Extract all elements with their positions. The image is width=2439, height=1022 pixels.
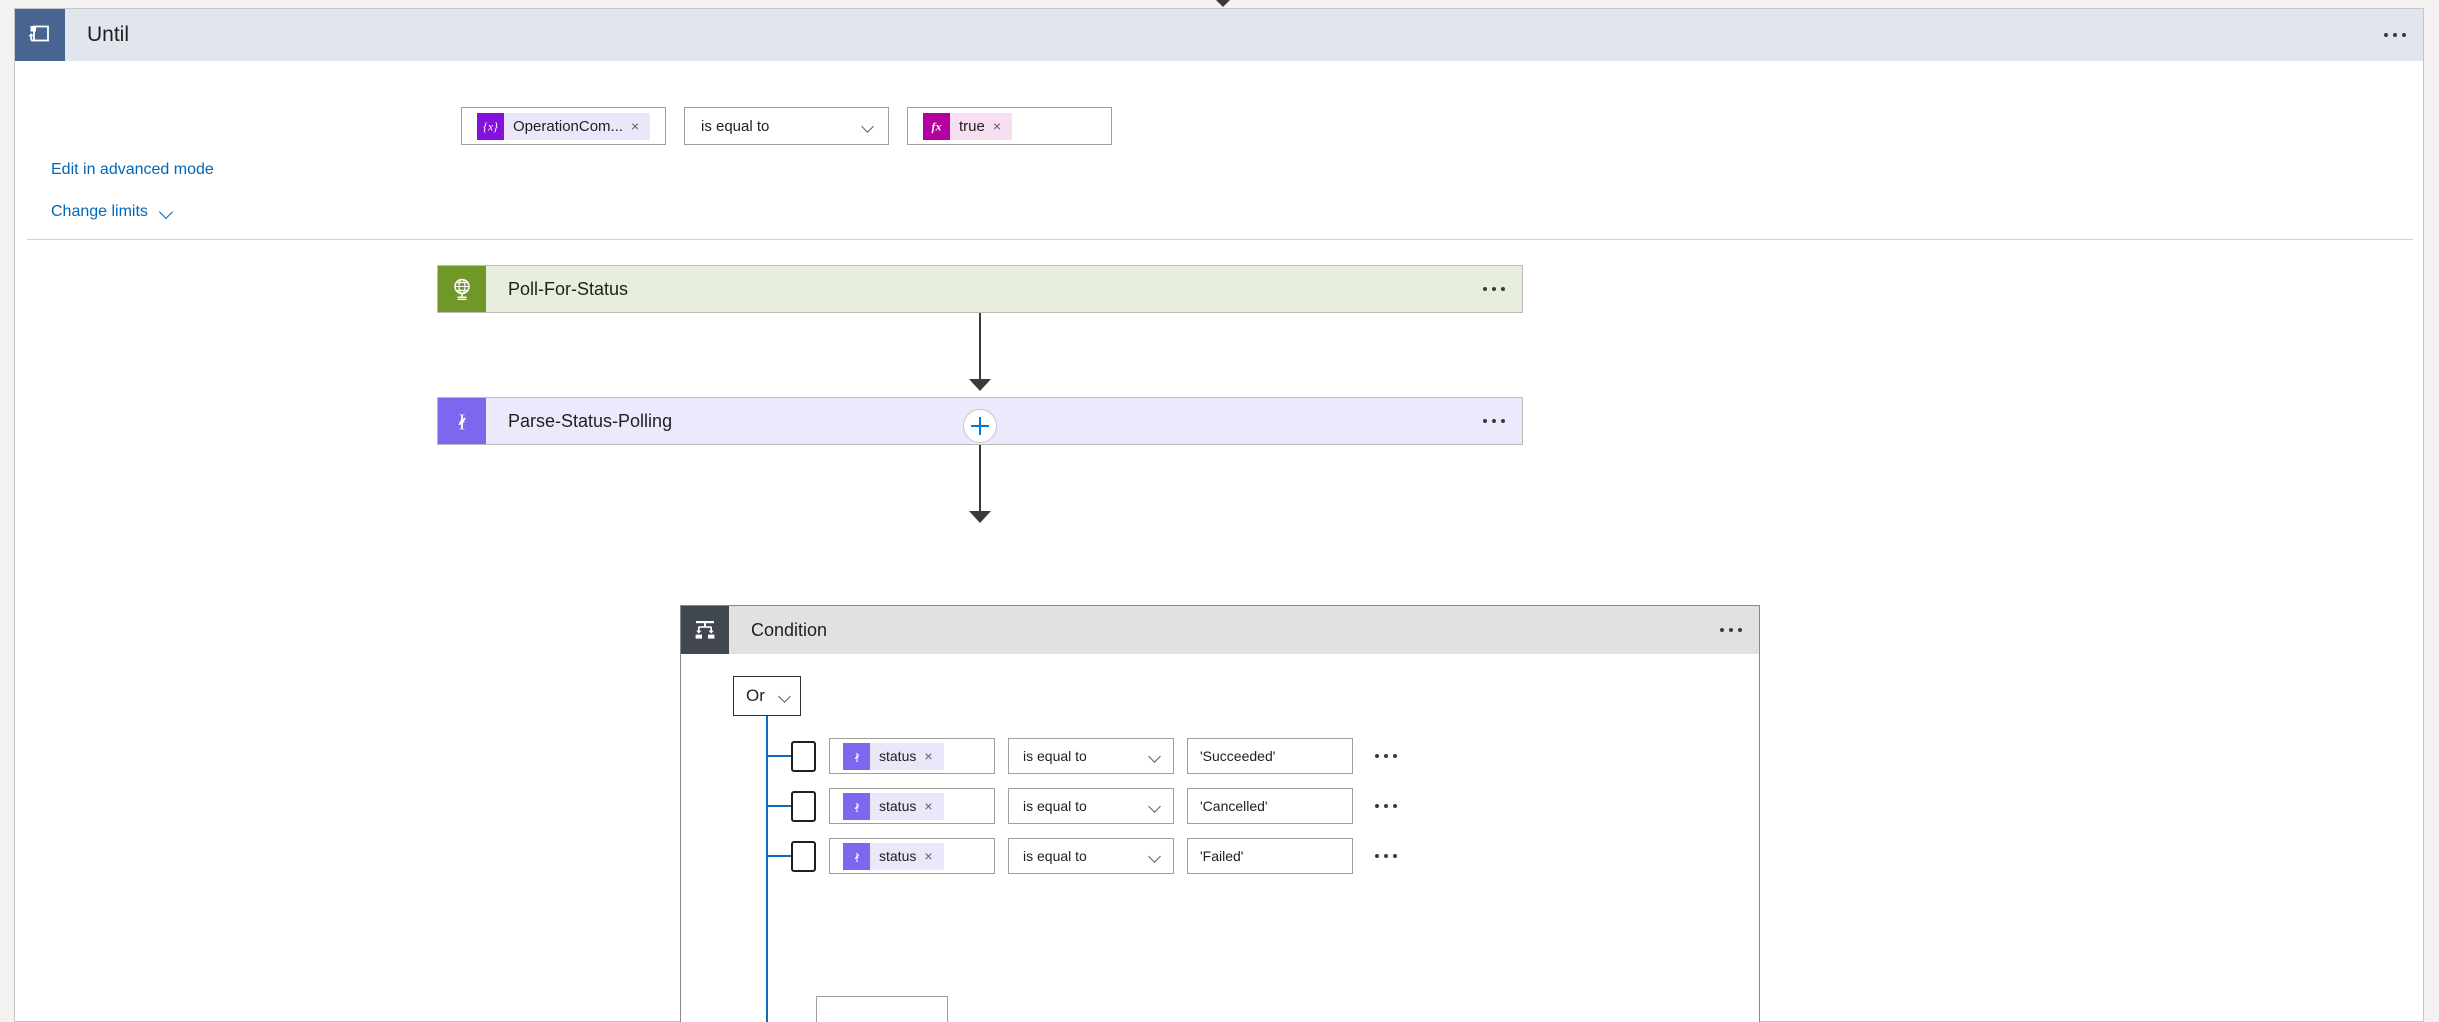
- until-left-operand-field[interactable]: {x} OperationCom... ×: [461, 107, 666, 145]
- condition-row-checkbox[interactable]: [791, 740, 816, 772]
- token-label: status: [879, 848, 917, 864]
- action-title: Parse-Status-Polling: [508, 410, 673, 431]
- condition-title: Condition: [751, 619, 828, 640]
- fx-expression-icon: fx: [923, 112, 950, 140]
- condition-row: { { status × is equal to 'Failed': [791, 838, 1406, 874]
- chevron-down-icon: [1149, 800, 1162, 813]
- add-condition-button[interactable]: [816, 996, 948, 1022]
- action-card-poll-for-status[interactable]: Poll-For-Status: [437, 265, 1523, 313]
- until-card-header[interactable]: Until: [15, 9, 2423, 61]
- until-comparison-value: is equal to: [701, 117, 770, 135]
- action-overflow-menu-icon[interactable]: [1466, 398, 1522, 444]
- insert-new-step-button[interactable]: [963, 409, 997, 443]
- chevron-down-icon: [1149, 750, 1162, 763]
- token-label: true: [959, 117, 985, 135]
- chevron-down-icon: [1149, 850, 1162, 863]
- token-remove-icon[interactable]: ×: [631, 118, 640, 134]
- change-limits-link[interactable]: Change limits: [51, 203, 174, 221]
- chevron-down-icon: [779, 690, 792, 703]
- connector-arrow: [969, 511, 991, 523]
- svg-text:fx: fx: [932, 120, 942, 133]
- until-loop-condition-row: {x} OperationCom... × is equal to: [461, 107, 1112, 145]
- connector-arrow: [969, 379, 991, 391]
- condition-tree-trunk: [766, 716, 768, 1022]
- action-overflow-menu-icon[interactable]: [1466, 266, 1522, 312]
- condition-left-operand-field[interactable]: { { status ×: [829, 738, 995, 774]
- curly-x-variable-icon: {x}: [477, 112, 504, 140]
- condition-card-header[interactable]: Condition: [681, 606, 1759, 654]
- token-chip-status[interactable]: { { status ×: [843, 842, 944, 870]
- condition-value-input[interactable]: 'Succeeded': [1187, 738, 1353, 774]
- parse-json-token-icon: { {: [843, 742, 870, 770]
- token-remove-icon[interactable]: ×: [992, 118, 1002, 134]
- token-label: status: [879, 748, 917, 764]
- condition-group-operator-dropdown[interactable]: Or: [733, 676, 801, 716]
- parse-json-token-icon: { {: [843, 842, 870, 870]
- token-chip-true[interactable]: fx true ×: [923, 112, 1013, 140]
- condition-scope-card: Condition Or { {: [680, 605, 1760, 1022]
- condition-card-body: Or { {: [681, 654, 1759, 1022]
- condition-comparison-dropdown[interactable]: is equal to: [1008, 738, 1174, 774]
- condition-overflow-menu-icon[interactable]: [1703, 606, 1759, 654]
- http-globe-icon: [438, 266, 486, 312]
- group-operator-value: Or: [746, 686, 765, 705]
- token-remove-icon[interactable]: ×: [924, 848, 933, 864]
- change-limits-label: Change limits: [51, 203, 148, 220]
- condition-row-checkbox[interactable]: [791, 790, 816, 822]
- token-chip-status[interactable]: { { status ×: [843, 792, 944, 820]
- svg-text:{x}: {x}: [483, 120, 498, 133]
- token-label: status: [879, 798, 917, 814]
- parse-json-token-icon: { {: [843, 792, 870, 820]
- comparison-value: is equal to: [1023, 748, 1087, 764]
- condition-branch-icon: [681, 606, 729, 654]
- comparison-value: is equal to: [1023, 848, 1087, 864]
- section-divider: [27, 239, 2413, 240]
- edit-in-advanced-mode-link[interactable]: Edit in advanced mode: [51, 161, 214, 179]
- connector-line: [979, 445, 981, 517]
- token-remove-icon[interactable]: ×: [924, 748, 933, 764]
- until-comparison-dropdown[interactable]: is equal to: [684, 107, 889, 145]
- chevron-down-icon: [862, 120, 875, 133]
- condition-comparison-dropdown[interactable]: is equal to: [1008, 838, 1174, 874]
- condition-row: { { status × is equal to 'Cancelled': [791, 788, 1406, 824]
- token-remove-icon[interactable]: ×: [924, 798, 933, 814]
- condition-row-checkbox[interactable]: [791, 840, 816, 872]
- edit-in-advanced-mode-label: Edit in advanced mode: [51, 161, 214, 178]
- until-right-operand-field[interactable]: fx true ×: [907, 107, 1112, 145]
- condition-value-input[interactable]: 'Failed': [1187, 838, 1353, 874]
- until-title: Until: [87, 23, 130, 46]
- condition-left-operand-field[interactable]: { { status ×: [829, 838, 995, 874]
- condition-row-overflow-menu-icon[interactable]: [1366, 754, 1406, 758]
- chevron-down-icon: [160, 205, 174, 219]
- action-title: Poll-For-Status: [508, 278, 629, 299]
- parse-json-icon: { {: [438, 398, 486, 444]
- condition-left-operand-field[interactable]: { { status ×: [829, 788, 995, 824]
- condition-row-overflow-menu-icon[interactable]: [1366, 804, 1406, 808]
- token-label: OperationCom...: [513, 117, 624, 135]
- token-chip-status[interactable]: { { status ×: [843, 742, 944, 770]
- until-loop-icon: [15, 9, 65, 61]
- token-chip-operation-completed[interactable]: {x} OperationCom... ×: [477, 112, 651, 140]
- connector-line: [979, 313, 981, 385]
- condition-row-overflow-menu-icon[interactable]: [1366, 854, 1406, 858]
- condition-tree-branch: [766, 755, 791, 757]
- condition-comparison-dropdown[interactable]: is equal to: [1008, 788, 1174, 824]
- comparison-value: is equal to: [1023, 798, 1087, 814]
- condition-value-input[interactable]: 'Cancelled': [1187, 788, 1353, 824]
- condition-tree-branch: [766, 855, 791, 857]
- condition-row: { { status × is equal to 'Succeeded': [791, 738, 1406, 774]
- until-overflow-menu-icon[interactable]: [2367, 9, 2423, 61]
- condition-tree-branch: [766, 805, 791, 807]
